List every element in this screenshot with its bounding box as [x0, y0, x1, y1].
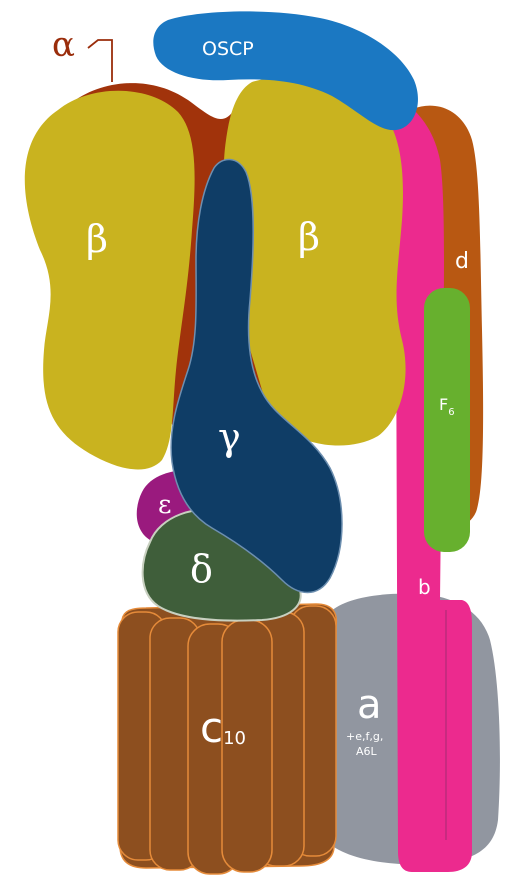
- alpha-label: α: [52, 25, 75, 65]
- f6-main: F: [439, 395, 448, 414]
- f6-subunit-shape: [424, 288, 470, 552]
- beta-right-label: β: [298, 215, 320, 259]
- a-sub-line2: A6L: [356, 745, 378, 758]
- f6-subscript: 6: [448, 407, 454, 418]
- gamma-label: γ: [218, 415, 241, 459]
- d-label: d: [455, 249, 469, 274]
- alpha-leader-line: [88, 40, 112, 82]
- beta-left-label: β: [86, 217, 108, 261]
- oscp-label: OSCP: [202, 38, 254, 60]
- a-sub-line1: +e,f,g,: [346, 730, 383, 743]
- c-main: c: [200, 703, 223, 752]
- a-label: a: [357, 682, 382, 728]
- b-label: b: [418, 575, 431, 599]
- beta-left-shape: [25, 91, 195, 470]
- delta-label: δ: [190, 547, 213, 591]
- epsilon-label: ε: [158, 490, 171, 520]
- c-subscript: 10: [223, 728, 246, 749]
